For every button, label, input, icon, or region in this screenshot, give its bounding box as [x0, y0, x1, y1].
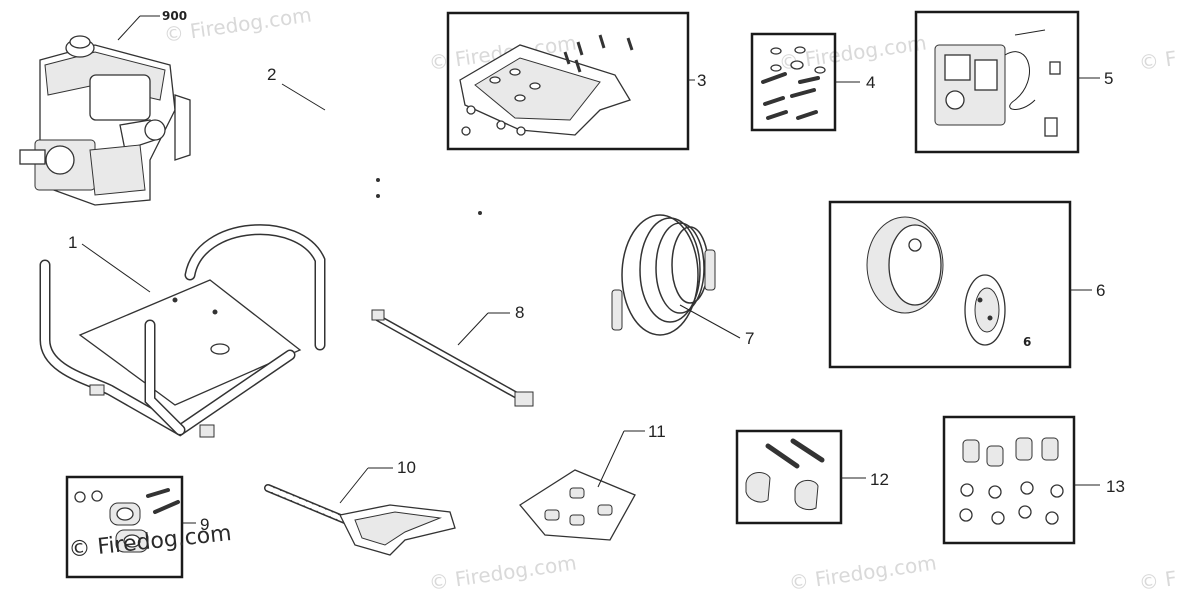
leader-line [281, 83, 326, 111]
mounting-bracket-kit-illustration [459, 34, 634, 136]
callout-4: 4 [866, 73, 875, 92]
callout-12: 12 [870, 470, 889, 489]
callout-900: 900 [162, 9, 187, 23]
watermark: © Firedog.com [427, 550, 578, 594]
callout-11: 11 [648, 422, 666, 441]
wheel-small-label: 6 [1023, 335, 1031, 349]
leader-line [339, 467, 369, 504]
callout-3: 3 [697, 71, 706, 90]
pump-illustration [934, 29, 1061, 137]
part-6-box [828, 200, 1072, 369]
callout-6: 6 [1096, 281, 1105, 300]
knob-kit-illustration [745, 438, 825, 511]
leader-line [679, 304, 741, 339]
hardware-kit-illustration [761, 46, 826, 120]
engine-illustration [19, 35, 191, 206]
callout-2: 2 [267, 65, 276, 84]
watermark: © F [1137, 566, 1178, 595]
leader-line [457, 312, 489, 346]
spray-gun-illustration [264, 484, 456, 556]
hose-illustration [611, 214, 716, 336]
part-9-box [65, 475, 184, 579]
callout-9: 9 [200, 515, 209, 534]
callout-1: 1 [68, 233, 77, 252]
frame-illustration [39, 224, 326, 438]
part-13-box [942, 415, 1076, 545]
spray-wand-illustration [371, 309, 534, 407]
part-5-box [914, 10, 1080, 154]
callout-7: 7 [745, 329, 754, 348]
handle-illustration [241, 114, 484, 243]
bearing-kit-illustration [74, 488, 180, 553]
part-3-box [446, 11, 690, 151]
watermark: © F [1137, 46, 1178, 75]
callout-5: 5 [1104, 69, 1113, 88]
nozzle-kit-illustration [519, 469, 636, 541]
watermark: © Firedog.com [787, 550, 938, 594]
callout-8: 8 [515, 303, 524, 322]
part-12-box [735, 429, 843, 525]
leader-line [597, 430, 625, 488]
leader-line [117, 15, 141, 41]
callout-13: 13 [1106, 477, 1125, 496]
wheel-kit-illustration [866, 216, 1006, 346]
callout-10: 10 [397, 458, 416, 477]
leader-line [81, 243, 151, 293]
vibration-mount-kit-illustration [959, 437, 1064, 525]
